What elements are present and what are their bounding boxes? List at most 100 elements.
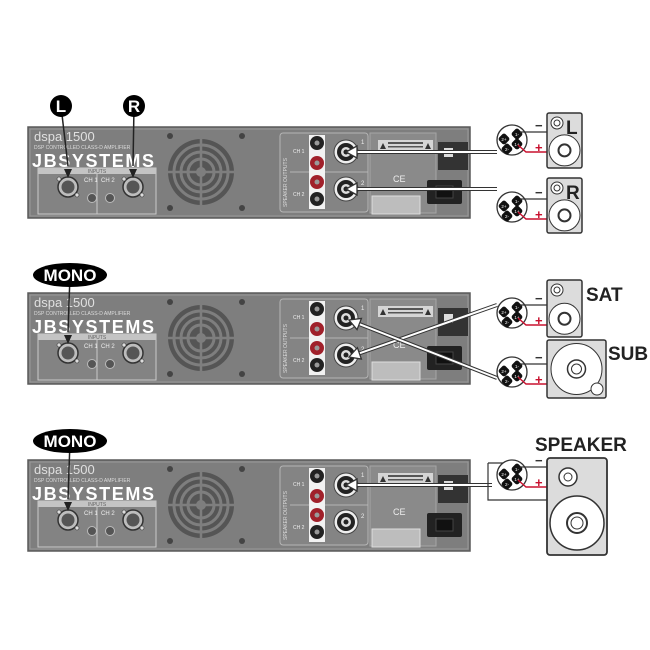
model-subtitle: DSP CONTROLLED CLASS-D AMPLIFIER	[34, 145, 131, 151]
output-num-1: 1	[361, 306, 365, 312]
output-ch1-label: CH 1	[293, 149, 305, 155]
speakon-plug-left: 1-1+2+2-	[496, 124, 528, 156]
serial-sticker	[371, 195, 421, 215]
speakon-plug-sat: 1-1+2+2-	[496, 297, 528, 329]
xlr-input-ch2[interactable]	[121, 342, 145, 364]
fan-grille	[167, 133, 245, 211]
link-jack-ch1[interactable]	[87, 526, 97, 536]
input-label-l: L	[50, 95, 72, 178]
speakon-plug-speaker: 1-1+2+2-	[496, 459, 528, 491]
output-num-2: 2	[361, 514, 365, 520]
speaker-label: L	[566, 118, 578, 139]
pin-label: 2-	[505, 214, 510, 219]
speaker-outputs-panel: SPEAKER OUTPUTS CH 1 CH 2 1 2	[279, 465, 369, 546]
info-plate: CE	[369, 132, 468, 215]
output-ch2-label: CH 2	[293, 192, 305, 198]
brand-logo: JBSYSTEMS	[32, 484, 154, 504]
warning-label	[378, 306, 433, 317]
warning-label	[378, 140, 433, 151]
speaker-label: SPEAKER	[535, 435, 627, 456]
brand-logo: JBSYSTEMS	[32, 317, 154, 337]
pin-label: 1-	[515, 364, 520, 369]
polarity-minus: −	[535, 453, 543, 468]
link-jack-ch1[interactable]	[87, 193, 97, 203]
speaker-outputs-label: SPEAKER OUTPUTS	[283, 157, 289, 207]
polarity-plus: +	[535, 475, 543, 490]
model-name: dspa 1500	[34, 295, 95, 310]
link-jack-ch2[interactable]	[105, 359, 115, 369]
link-jack-ch2[interactable]	[105, 526, 115, 536]
wires-sub: −+	[517, 350, 547, 387]
brand-logo: JBSYSTEMS	[32, 151, 154, 171]
xlr-input-ch1[interactable]	[56, 509, 80, 531]
inputs-label: INPUTS	[88, 335, 107, 341]
pin-label: 1+	[514, 315, 520, 320]
pin-label: 1-	[515, 199, 520, 204]
link-jack-ch2[interactable]	[105, 193, 115, 203]
input-label-r: R	[123, 95, 145, 178]
speaker-outputs-label: SPEAKER OUTPUTS	[283, 323, 289, 373]
input-ch2-label: CH 2	[101, 511, 115, 517]
ce-mark: CE	[393, 174, 406, 184]
model-subtitle: DSP CONTROLLED CLASS-D AMPLIFIER	[34, 311, 131, 317]
amplifier-rear-panel-1: dspa 1500 DSP CONTROLLED CLASS-D AMPLIFI…	[27, 126, 471, 219]
output-ch2-label: CH 2	[293, 358, 305, 364]
output-ch2-label: CH 2	[293, 525, 305, 531]
speakon-plug-sub: 1-1+2+2-	[496, 356, 528, 388]
link-jack-ch1[interactable]	[87, 359, 97, 369]
xlr-input-ch1[interactable]	[56, 176, 80, 198]
input-label-text: L	[56, 97, 66, 116]
speaker-l: L	[546, 112, 583, 169]
model-subtitle: DSP CONTROLLED CLASS-D AMPLIFIER	[34, 478, 131, 484]
input-label-text: R	[128, 97, 140, 116]
info-plate: CE	[369, 298, 468, 381]
pin-label: 1+	[514, 142, 520, 147]
input-ch1-label: CH 1	[84, 178, 98, 184]
input-ch2-label: CH 2	[101, 178, 115, 184]
speaker-main: SPEAKER	[535, 435, 627, 556]
polarity-minus: −	[535, 118, 543, 133]
polarity-minus: −	[535, 350, 543, 365]
speakon-output-ch2[interactable]	[333, 342, 359, 368]
pin-label: 1+	[514, 374, 520, 379]
arrow-ch1-to-speaker	[344, 477, 492, 493]
inputs-label: INPUTS	[88, 169, 107, 175]
pin-label: 1+	[514, 477, 520, 482]
model-name: dspa 1500	[34, 462, 95, 477]
wires-sat: −+	[517, 291, 547, 328]
pin-label: 2-	[505, 482, 510, 487]
output-num-1: 1	[361, 473, 365, 479]
ce-mark: CE	[393, 340, 406, 350]
arrow-ch1-to-sub	[347, 317, 498, 380]
polarity-plus: +	[535, 372, 543, 387]
input-ch2-label: CH 2	[101, 344, 115, 350]
polarity-minus: −	[535, 185, 543, 200]
info-plate: CE	[369, 465, 468, 548]
arrow-ch2-to-sat	[347, 303, 498, 360]
xlr-input-ch2[interactable]	[121, 176, 145, 198]
xlr-input-ch2[interactable]	[121, 509, 145, 531]
speakon-output-ch2[interactable]	[333, 509, 359, 535]
speakon-plug-right: 1- 1+ 2+ 2-	[496, 191, 528, 223]
output-ch1-label: CH 1	[293, 315, 305, 321]
input-label-text: MONO	[44, 266, 97, 285]
wires-speaker: −+	[517, 453, 547, 490]
arrow-ch1-to-left	[344, 144, 497, 160]
speaker-label: SUB	[608, 344, 648, 365]
speaker-label: R	[566, 183, 580, 204]
pin-label: 1+	[514, 209, 520, 214]
arrow-ch2-to-right	[344, 181, 497, 197]
speaker-outputs-panel: SPEAKER OUTPUTS CH 1 CH 2 1 2	[279, 298, 369, 379]
pin-label: 2+	[501, 204, 507, 209]
xlr-input-ch1[interactable]	[56, 342, 80, 364]
inputs-panel: INPUTS CH 1 CH 2	[37, 333, 157, 381]
pin-label: 2-	[505, 147, 510, 152]
input-label-text: MONO	[44, 432, 97, 451]
amplifier-rear-panel-3: dspa 1500 DSP CONTROLLED CLASS-D AMPLIFI…	[27, 459, 471, 552]
wires-right: −+	[517, 185, 547, 222]
input-ch1-label: CH 1	[84, 344, 98, 350]
speaker-outputs-panel: SPEAKER OUTPUTS CH 1 CH 2 1 2	[279, 132, 369, 213]
polarity-plus: +	[535, 140, 543, 155]
output-ch1-label: CH 1	[293, 482, 305, 488]
